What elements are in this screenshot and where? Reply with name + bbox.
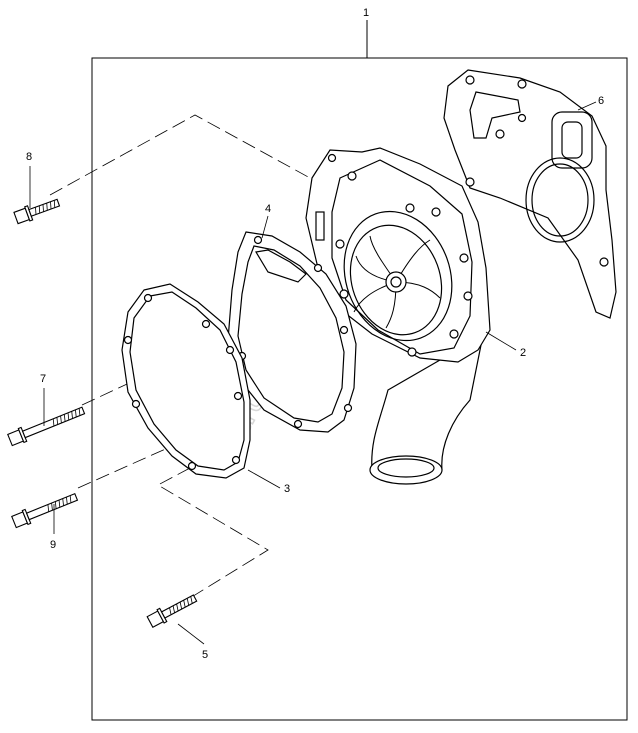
water-pump-housing-2 (305, 147, 491, 485)
bolt-9 (11, 492, 79, 529)
callout-9: 9 (50, 539, 56, 551)
leader-5 (177, 623, 205, 645)
leader-3 (247, 469, 281, 489)
dashed-line-8 (49, 114, 311, 196)
bolt-7 (7, 406, 86, 447)
bolt-5 (146, 594, 198, 629)
cover-plate-3 (121, 283, 251, 479)
leader-2 (485, 331, 517, 351)
leader-6 (577, 101, 597, 111)
bolt-8 (13, 198, 61, 225)
callout-8: 8 (26, 151, 32, 163)
callout-4: 4 (265, 203, 271, 215)
callout-3: 3 (284, 483, 290, 495)
callout-7: 7 (40, 373, 46, 385)
leader-4 (261, 215, 269, 239)
gasket-4 (227, 231, 357, 433)
gasket-plate-6 (443, 69, 617, 319)
dashed-line-5 (157, 467, 269, 599)
callout-5: 5 (202, 649, 208, 661)
callout-2: 2 (520, 347, 526, 359)
callout-1: 1 (363, 7, 369, 19)
callout-6: 6 (598, 95, 604, 107)
assembly-frame (91, 57, 628, 721)
